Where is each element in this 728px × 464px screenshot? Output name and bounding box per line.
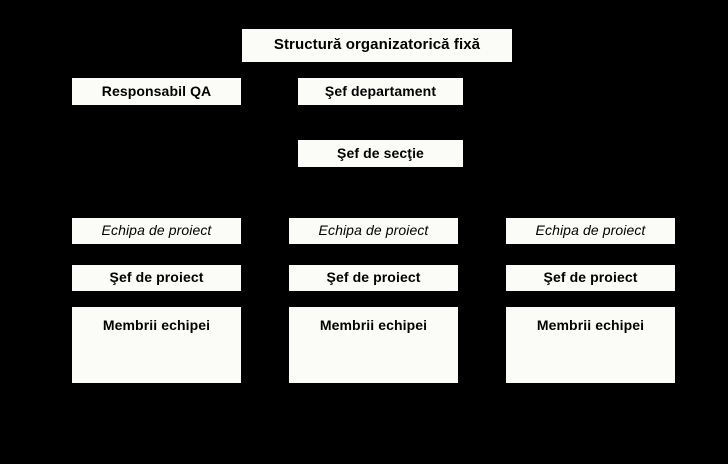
node-echipa-de-proiect-1: Echipa de proiect <box>72 218 241 244</box>
node-sef-departament: Şef departament <box>298 78 463 105</box>
node-responsabil-qa: Responsabil QA <box>72 78 241 105</box>
node-echipa-de-proiect-3: Echipa de proiect <box>506 218 675 244</box>
node-echipa-de-proiect-2: Echipa de proiect <box>289 218 458 244</box>
node-membrii-echipei-1: Membrii echipei <box>72 307 241 383</box>
node-membrii-echipei-3: Membrii echipei <box>506 307 675 383</box>
node-sef-de-proiect-3: Şef de proiect <box>506 265 675 291</box>
node-sef-de-proiect-2: Şef de proiect <box>289 265 458 291</box>
node-sef-de-sectie: Şef de secţie <box>298 140 463 167</box>
node-structura-organizatorica-fixa: Structură organizatorică fixă <box>242 29 512 62</box>
node-membrii-echipei-2: Membrii echipei <box>289 307 458 383</box>
node-sef-de-proiect-1: Şef de proiect <box>72 265 241 291</box>
